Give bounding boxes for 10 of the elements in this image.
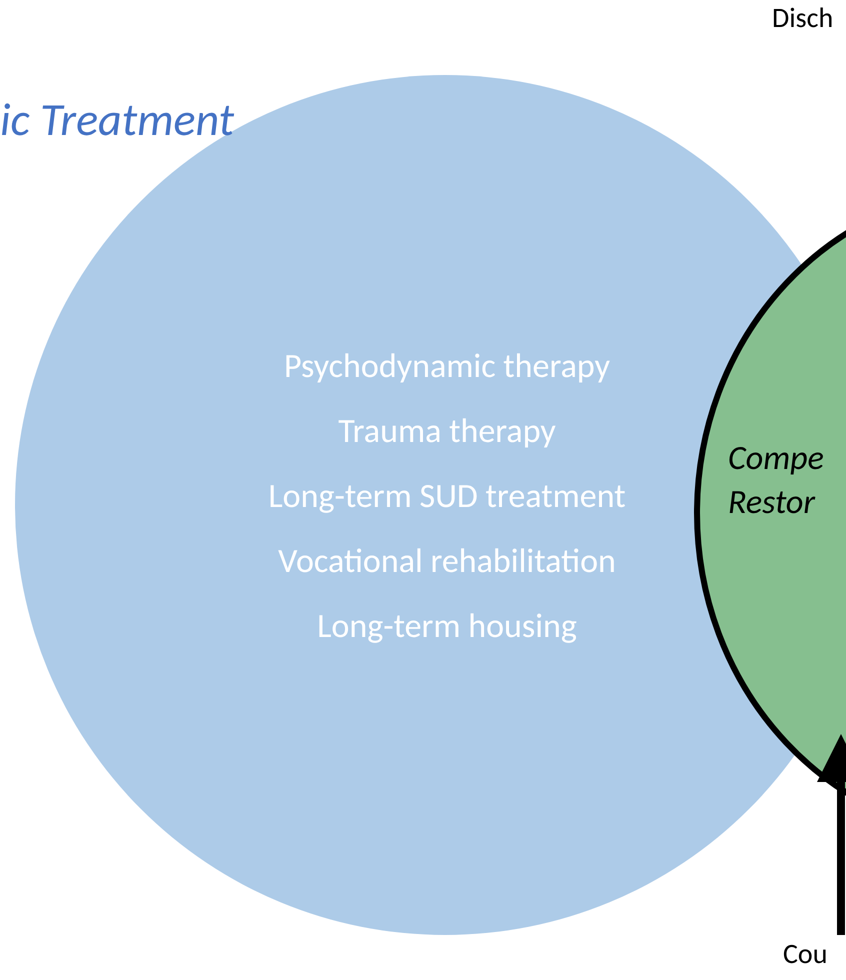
list-item: Vocational rehabilitation bbox=[278, 540, 616, 584]
list-item: Long-term SUD treatment bbox=[268, 475, 626, 519]
text-label: Cou bbox=[783, 936, 828, 972]
list-item: Trauma therapy bbox=[338, 410, 556, 454]
list-item: Long-term housing bbox=[317, 605, 577, 649]
circle-title: ic Treatment bbox=[0, 92, 234, 150]
ellipse-text: Compe Restor bbox=[728, 437, 825, 525]
text-label: Disch bbox=[772, 0, 834, 36]
arrow bbox=[817, 734, 846, 935]
list-item: Psychodynamic therapy bbox=[284, 345, 610, 389]
